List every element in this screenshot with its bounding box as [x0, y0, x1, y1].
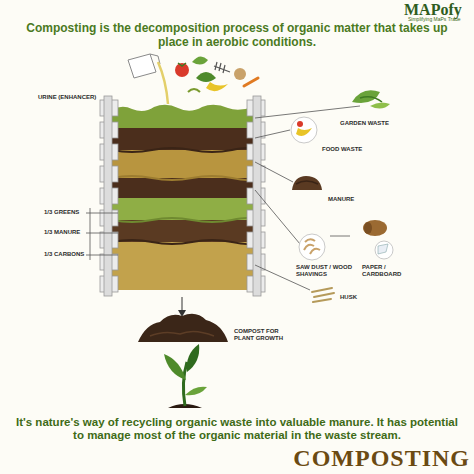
food-items — [175, 56, 258, 92]
leader-lines — [86, 106, 360, 290]
bin-slats — [100, 96, 265, 296]
layer-label: 1/3 GREENS — [44, 209, 79, 216]
input-label: FOOD WASTE — [322, 146, 362, 153]
input-label: GARDEN WASTE — [340, 120, 389, 127]
footer-heading: COMPOSTING — [293, 446, 470, 470]
garden-waste-icon — [352, 90, 390, 108]
sawdust-icon — [299, 234, 325, 260]
paper-cardboard-icon — [363, 220, 393, 259]
manure-icon — [292, 176, 322, 190]
output-label: COMPOST FOR PLANT GROWTH — [234, 328, 300, 342]
compost-mound — [138, 314, 228, 342]
jug-icon — [128, 54, 168, 104]
input-label: HUSK — [340, 294, 357, 301]
caption: It's nature's way of recycling organic w… — [10, 416, 464, 442]
compost-bin — [112, 105, 253, 290]
input-label: PAPER / CARDBOARD — [362, 264, 418, 278]
title: Composting is the decomposition process … — [12, 22, 462, 50]
input-label: MANURE — [328, 196, 354, 203]
plant-sprout — [164, 344, 207, 408]
input-label: URINE (ENHANCER) — [38, 94, 96, 101]
husk-icon — [312, 288, 334, 302]
logo-tagline: Simplifying MaPs Trade — [408, 17, 461, 23]
food-waste-icon — [291, 117, 317, 143]
input-label: SAW DUST / WOOD SHAVINGS — [296, 264, 354, 278]
layer-label: 1/3 MANURE — [44, 229, 80, 236]
flow-arrow — [178, 297, 186, 317]
layer-label: 1/3 CARBONS — [44, 251, 84, 258]
